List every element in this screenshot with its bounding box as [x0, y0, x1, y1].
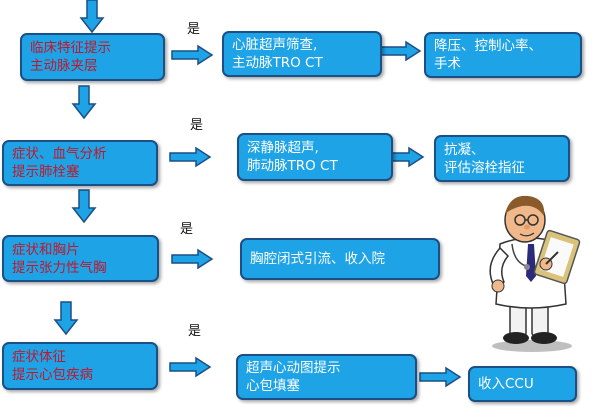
arrow-right-row4-a — [169, 357, 211, 377]
arrow-down-2 — [72, 189, 96, 223]
box-cardiac-tamponade: 超声心动图提示 心包填塞 — [236, 354, 417, 400]
doctor-icon — [489, 195, 581, 352]
box-chest-drainage: 胸腔闭式引流、收入院 — [240, 238, 440, 280]
yes-label-1: 是 — [187, 22, 201, 37]
box-tension-pneumothorax: 症状和胸片 提示张力性气胸 — [2, 235, 159, 282]
arrow-right-row2-a — [169, 147, 211, 167]
box-pe-treatment: 抗凝、 评估溶栓指征 — [434, 135, 570, 182]
box-aortic-treatment: 降压、控制心率、 手术 — [424, 32, 582, 78]
arrow-down-1 — [72, 85, 96, 119]
box-pericardial-disease: 症状体征 提示心包疾病 — [2, 342, 158, 390]
arrow-right-row3-a — [171, 249, 213, 269]
yes-label-4: 是 — [188, 324, 202, 339]
yes-label-3: 是 — [180, 222, 194, 237]
box-pe-screening: 深静脉超声, 肺动脉TRO CT — [237, 133, 393, 181]
arrow-down-3 — [54, 301, 78, 335]
box-pulmonary-embolism: 症状、血气分析 提示肺栓塞 — [2, 140, 158, 186]
box-aortic-screening: 心脏超声筛查, 主动脉TRO CT — [222, 31, 382, 77]
arrow-right-row1-a — [171, 45, 213, 65]
arrow-right-row4-b — [419, 367, 461, 387]
box-aortic-dissection: 临床特征提示 主动脉夹层 — [20, 33, 165, 81]
box-admit-ccu: 收入CCU — [468, 366, 577, 402]
arrow-right-row1-b — [379, 41, 421, 61]
yes-label-2: 是 — [190, 118, 204, 133]
arrow-down-top — [80, 0, 104, 33]
